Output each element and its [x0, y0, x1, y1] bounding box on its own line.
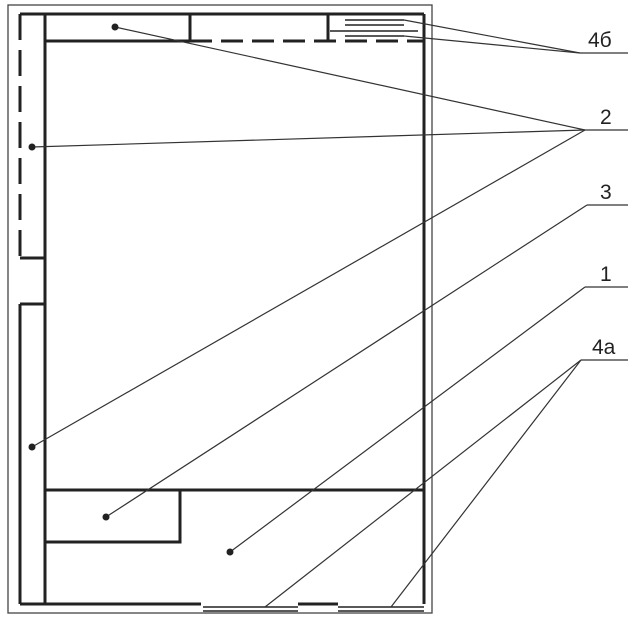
- callout-label-2: 2: [600, 106, 612, 129]
- leader-2-side: [31, 129, 586, 148]
- element-4b-hatch: [330, 19, 418, 37]
- room-outline: [20, 12, 426, 606]
- leader-4a-b: [390, 359, 582, 608]
- callout-label-3: 3: [600, 181, 612, 204]
- leader-1: [229, 286, 586, 553]
- sheet-outer-border: [7, 4, 433, 614]
- element-3-box: [43, 488, 182, 544]
- callout-label-4a: 4а: [592, 336, 616, 359]
- leader-4b-b: [403, 35, 581, 54]
- leader-dots: [28, 23, 234, 556]
- element-4a-hatch: [203, 606, 424, 612]
- left-wall-strip-upper: [18, 12, 45, 260]
- dot-3: [102, 513, 110, 521]
- callout-label-4b: 4б: [588, 29, 612, 52]
- top-wall-strip: [45, 14, 424, 43]
- leader-2-lower: [31, 129, 586, 448]
- leader-3: [105, 204, 588, 518]
- left-wall-strip-lower: [18, 302, 45, 604]
- dot-2-top: [111, 23, 119, 31]
- leader-lines: [31, 19, 628, 608]
- dot-1: [226, 548, 234, 556]
- dot-2-lower: [28, 443, 36, 451]
- leader-4a-a: [264, 359, 582, 608]
- callout-label-1: 1: [600, 263, 612, 286]
- leader-4b-a: [403, 19, 581, 54]
- dot-2-side: [28, 143, 36, 151]
- leader-2-top: [114, 26, 586, 131]
